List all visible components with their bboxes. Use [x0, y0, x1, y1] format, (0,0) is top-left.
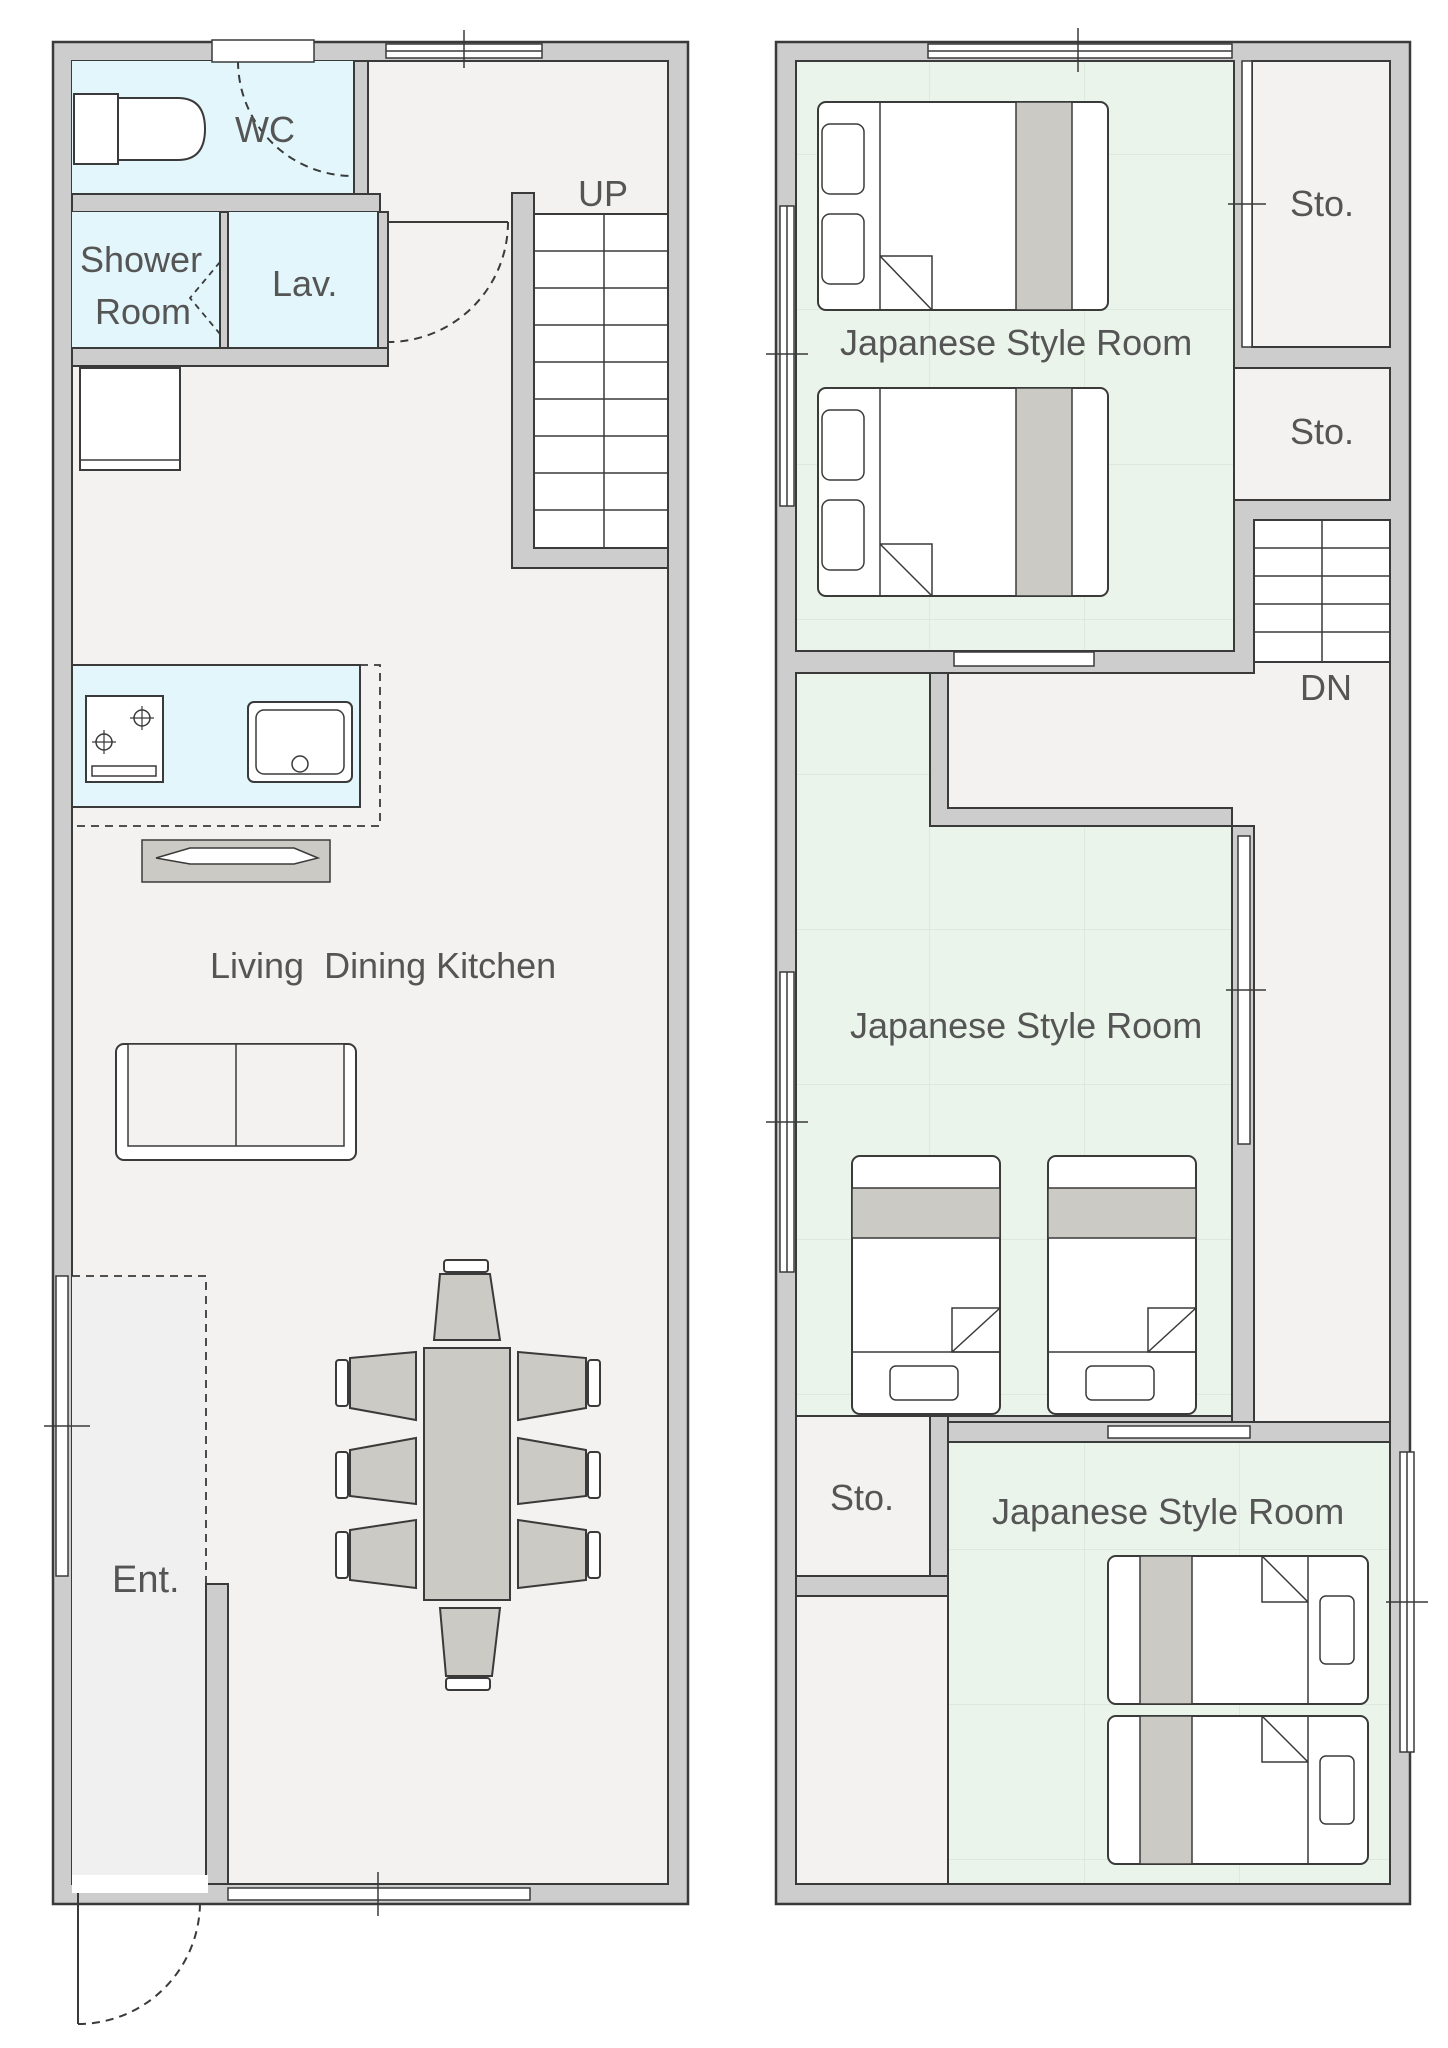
- door-swing-icon: [237, 60, 355, 178]
- folding-door-icon: [188, 261, 221, 335]
- hallway-left-wall: [929, 672, 1233, 827]
- door-swing-icon: [72, 1875, 208, 2025]
- storage-1: [1251, 60, 1391, 348]
- bed-icon: [851, 1155, 1001, 1415]
- bed-icon: [817, 101, 1109, 311]
- counter-outline: [72, 664, 381, 827]
- dn-label: DN: [1300, 667, 1352, 708]
- lav-room: [228, 212, 378, 348]
- up-label: UP: [578, 173, 628, 214]
- ldk-label: Living Dining Kitchen: [210, 945, 556, 986]
- entrance-label: Ent.: [112, 1559, 180, 1601]
- stove-icon: [85, 695, 164, 783]
- shower-room: [72, 212, 220, 348]
- japanese-room-top-label: Japanese Style Room: [840, 322, 1192, 363]
- japanese-room-middle-label: Japanese Style Room: [850, 1005, 1202, 1046]
- bath-walls: [71, 211, 389, 367]
- sink-icon: [247, 701, 353, 783]
- stairs-icon: [1253, 519, 1391, 663]
- range-hood-icon: [141, 839, 331, 883]
- japanese-room-bottom-label: Japanese Style Room: [992, 1491, 1344, 1532]
- dining-table-icon: [423, 1347, 511, 1601]
- storage-3-label: Sto.: [830, 1477, 894, 1518]
- sofa-icon: [115, 1043, 357, 1161]
- bed-icon: [1107, 1715, 1369, 1865]
- entrance: [72, 1275, 229, 1885]
- storage-1-label: Sto.: [1290, 183, 1354, 224]
- lav-label: Lav.: [272, 263, 337, 304]
- wc-label: WC: [235, 109, 295, 150]
- storage-2-label: Sto.: [1290, 411, 1354, 452]
- bed-icon: [817, 387, 1109, 597]
- storage-2: [1233, 367, 1391, 501]
- shower-room-label-line2: Room: [95, 291, 191, 332]
- storage-3-wall: [929, 1415, 949, 1597]
- door-swing-icon: [387, 221, 509, 343]
- chair-icon: [335, 1259, 601, 1691]
- first-floor: WC Shower Room Lav. UP Living Dining Kit…: [44, 30, 690, 2025]
- window-icon: [44, 30, 543, 1916]
- washer-icon: [79, 367, 181, 471]
- second-floor: Japanese Style Room Sto. Sto. DN Japanes…: [766, 28, 1428, 1906]
- stairs-icon: [533, 213, 669, 549]
- window-icon: [766, 28, 1428, 1753]
- toilet-icon: [73, 93, 207, 165]
- bed-icon: [1107, 1555, 1369, 1705]
- sliding-door-icon: [953, 60, 1266, 1439]
- bed-icon: [1047, 1155, 1197, 1415]
- closet-bottom-left: [795, 1595, 949, 1885]
- shower-room-label-line1: Shower: [80, 239, 202, 280]
